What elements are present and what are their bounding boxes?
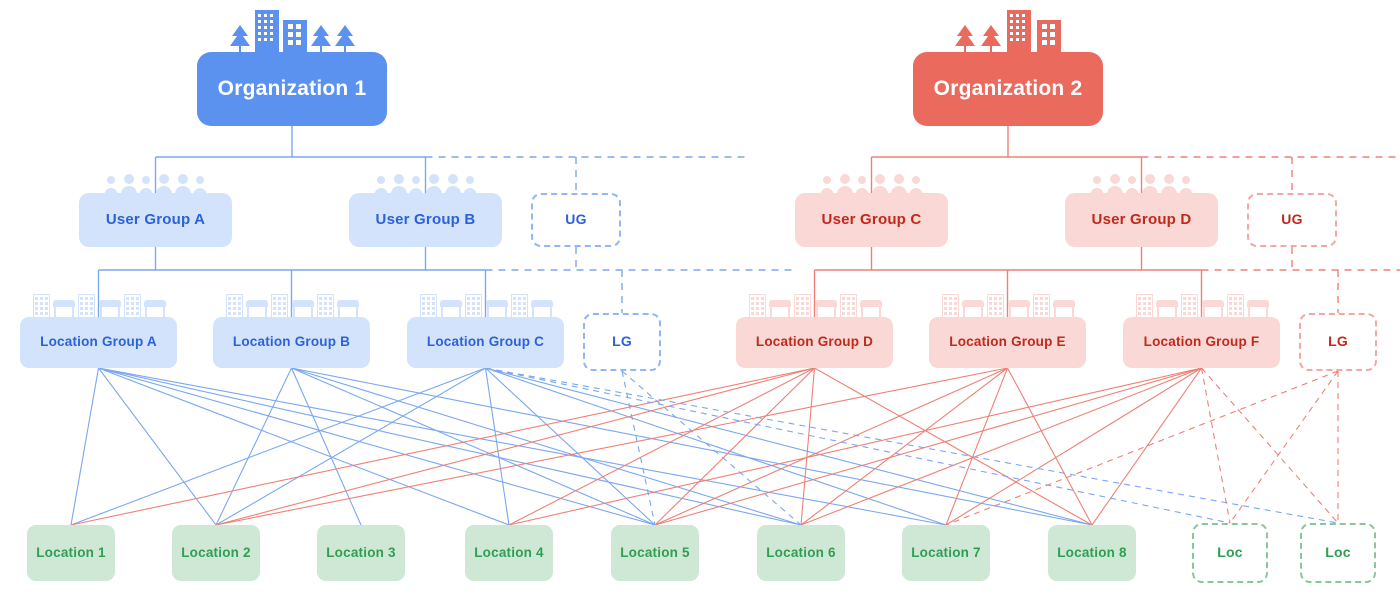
node-label: Location Group B: [232, 334, 351, 350]
user-group-node[interactable]: User Group C: [795, 193, 948, 247]
node-label: User Group A: [105, 210, 206, 228]
user-group-node[interactable]: User Group A: [79, 193, 232, 247]
user-group-node[interactable]: User Group B: [349, 193, 502, 247]
shops-buildings-icon: [225, 290, 360, 320]
location-node[interactable]: Location 3: [317, 525, 405, 581]
node-label: Location 1: [36, 544, 106, 560]
node-label: Location 3: [326, 544, 396, 560]
city-skyline-trees-icon: [230, 6, 356, 52]
node-label: Location 8: [1057, 544, 1127, 560]
node-label: Location 4: [474, 544, 544, 560]
location-node[interactable]: Location 5: [611, 525, 699, 581]
shops-buildings-icon: [32, 290, 167, 320]
node-label: User Group C: [821, 210, 922, 228]
node-label: UG: [1281, 211, 1303, 228]
shops-buildings-icon: [1135, 290, 1270, 320]
node-label: User Group B: [375, 210, 476, 228]
node-label: Organization 2: [933, 77, 1083, 101]
location-group-node[interactable]: Location Group C: [407, 317, 564, 368]
user-group-placeholder[interactable]: UG: [531, 193, 621, 247]
node-label: Location Group D: [755, 334, 874, 350]
node-label: Location Group C: [426, 334, 545, 350]
location-group-node[interactable]: Location Group F: [1123, 317, 1280, 368]
node-label: Organization 1: [217, 77, 367, 101]
location-node[interactable]: Location 4: [465, 525, 553, 581]
node-label: LG: [612, 333, 632, 350]
location-node[interactable]: Location 7: [902, 525, 990, 581]
shops-buildings-icon: [748, 290, 883, 320]
node-label: Location 2: [181, 544, 251, 560]
location-group-placeholder[interactable]: LG: [583, 313, 661, 371]
node-label: Location 5: [620, 544, 690, 560]
user-group-node[interactable]: User Group D: [1065, 193, 1218, 247]
shops-buildings-icon: [419, 290, 554, 320]
location-node[interactable]: Location 2: [172, 525, 260, 581]
user-group-placeholder[interactable]: UG: [1247, 193, 1337, 247]
location-group-node[interactable]: Location Group E: [929, 317, 1086, 368]
location-group-placeholder[interactable]: LG: [1299, 313, 1377, 371]
location-node[interactable]: Location 8: [1048, 525, 1136, 581]
city-skyline-trees-icon: [946, 6, 1070, 52]
location-placeholder[interactable]: Loc: [1300, 523, 1376, 583]
location-node[interactable]: Location 1: [27, 525, 115, 581]
node-label: Location Group A: [40, 334, 157, 350]
node-label: User Group D: [1091, 210, 1192, 228]
node-label: Loc: [1217, 544, 1243, 561]
node-label: LG: [1328, 333, 1348, 350]
location-group-node[interactable]: Location Group B: [213, 317, 370, 368]
location-placeholder[interactable]: Loc: [1192, 523, 1268, 583]
location-group-node[interactable]: Location Group D: [736, 317, 893, 368]
shops-buildings-icon: [941, 290, 1076, 320]
node-label: Location Group F: [1143, 334, 1260, 350]
organization-node[interactable]: Organization 2: [913, 52, 1103, 126]
node-label: Loc: [1325, 544, 1351, 561]
location-node[interactable]: Location 6: [757, 525, 845, 581]
node-label: UG: [565, 211, 587, 228]
node-label: Location Group E: [949, 334, 1066, 350]
node-label: Location 7: [911, 544, 981, 560]
node-label: Location 6: [766, 544, 836, 560]
location-group-node[interactable]: Location Group A: [20, 317, 177, 368]
organization-node[interactable]: Organization 1: [197, 52, 387, 126]
